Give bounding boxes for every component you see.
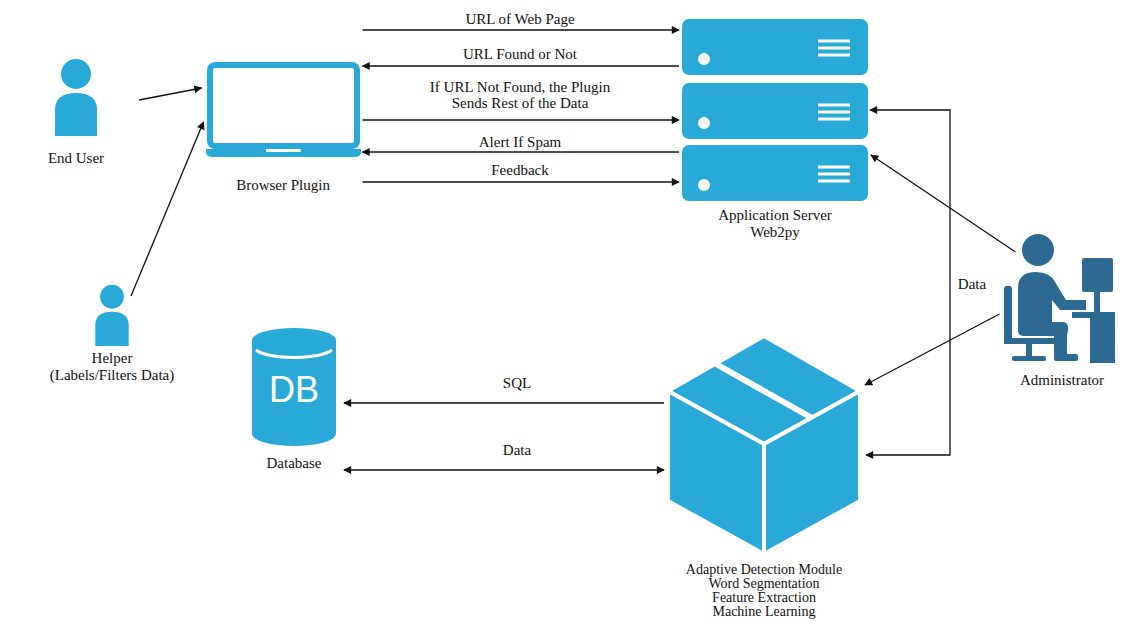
- server-icon: [682, 19, 868, 201]
- node-text-block: Adaptive Detection ModuleWord Segmentati…: [666, 563, 862, 619]
- icon-group: [95, 285, 128, 346]
- monitor-stand: [1094, 292, 1100, 312]
- server-vent: [818, 54, 850, 57]
- node-text-block: Helper(Labels/Filters Data): [46, 350, 179, 384]
- edge-label: URL of Web Page: [463, 11, 576, 27]
- edge-label: Data: [956, 276, 988, 292]
- db-rim: [256, 350, 332, 358]
- person-head: [61, 59, 91, 89]
- chair-back: [1004, 286, 1012, 342]
- admin-icon: Administrator: [990, 228, 1115, 389]
- desk-top: [1072, 312, 1115, 318]
- connector: [363, 65, 680, 66]
- server-vent: [818, 180, 850, 183]
- connector: [363, 181, 680, 182]
- server-vent: [818, 166, 850, 169]
- node-text-block: Browser Plugin: [206, 177, 361, 194]
- chair-seat: [1004, 338, 1054, 344]
- icon-group: [206, 65, 361, 157]
- node-label: Application Server: [718, 207, 832, 224]
- admin-shin: [1054, 328, 1067, 358]
- node-text-block: End User: [44, 150, 108, 167]
- edge-label: Data: [501, 442, 533, 458]
- icon-group: [252, 328, 336, 446]
- user-icon: End User: [44, 58, 108, 167]
- icon-group: [1004, 234, 1115, 363]
- chair-base: [1012, 356, 1046, 361]
- server-unit: [682, 19, 868, 75]
- server-vent: [818, 40, 850, 43]
- edge-label: Alert If Spam: [477, 134, 563, 150]
- node-label: Administrator: [1020, 372, 1104, 389]
- server-led: [698, 53, 710, 65]
- person-head: [100, 285, 124, 309]
- connector: [363, 119, 680, 120]
- helper-icon: Helper(Labels/Filters Data): [46, 284, 179, 384]
- cube-icon: [666, 334, 862, 556]
- node-label: Word Segmentation: [708, 577, 819, 591]
- database-cylinder: DB Database: [252, 328, 336, 472]
- db-cylinder: [252, 328, 336, 446]
- detection-module-cube: Adaptive Detection ModuleWord Segmentati…: [666, 334, 862, 619]
- icon-group: [682, 19, 868, 201]
- node-label: (Labels/Filters Data): [50, 367, 175, 384]
- icon-group: [668, 336, 860, 554]
- node-label: Adaptive Detection Module: [686, 563, 842, 577]
- node-label: Web2py: [750, 224, 800, 241]
- edge-label: URL Found or Not: [461, 46, 579, 62]
- edge-label: If URL Not Found, the Plugin Sends Rest …: [412, 79, 628, 111]
- plugin-laptop: Browser Plugin: [206, 62, 361, 194]
- server-vent: [818, 173, 850, 176]
- desk-body: [1090, 318, 1115, 363]
- laptop-screen: [210, 65, 357, 146]
- server-vent: [818, 111, 850, 114]
- edge-label: SQL: [501, 375, 533, 391]
- node-label: Helper: [92, 350, 133, 367]
- admin-icon: [990, 228, 1115, 363]
- node-text-block: Administrator: [1000, 372, 1125, 389]
- cube-tape: [716, 364, 812, 418]
- admin-head: [1022, 234, 1054, 266]
- server-led: [698, 179, 710, 191]
- laptop-notch: [266, 149, 301, 152]
- person-icon: [51, 58, 101, 136]
- app-server: Application ServerWeb2py: [682, 19, 868, 241]
- connector: [363, 29, 680, 30]
- server-unit: [682, 145, 868, 201]
- server-vent: [818, 118, 850, 121]
- icon-text: DB: [252, 370, 336, 410]
- server-vent: [818, 104, 850, 107]
- edge-label: Feedback: [489, 162, 550, 178]
- node-label: Feature Extraction: [712, 591, 816, 605]
- node-label: Database: [267, 455, 322, 472]
- server-unit: [682, 83, 868, 139]
- connector: [363, 151, 680, 152]
- laptop-base: [206, 149, 361, 157]
- laptop-icon: [206, 62, 361, 157]
- connector: [344, 469, 664, 470]
- node-label: End User: [48, 150, 104, 167]
- admin-foot: [1054, 354, 1078, 361]
- chair-stem: [1026, 344, 1032, 356]
- node-label: Machine Learning: [712, 605, 815, 619]
- monitor: [1082, 258, 1113, 292]
- connector: [344, 402, 664, 403]
- person-body: [95, 312, 128, 346]
- admin-torso: [1018, 272, 1086, 328]
- connector: [871, 155, 1016, 252]
- person-icon: [91, 284, 133, 346]
- person-body: [55, 93, 97, 136]
- cube-face: [668, 391, 764, 554]
- server-led: [698, 117, 710, 129]
- node-text-block: Application ServerWeb2py: [682, 207, 868, 241]
- connector: [865, 314, 1000, 385]
- connector: [139, 88, 202, 100]
- server-vent: [818, 47, 850, 50]
- node-text-block: Database: [252, 455, 336, 472]
- node-label: Browser Plugin: [236, 177, 330, 194]
- connector: [866, 110, 950, 455]
- connector: [131, 122, 204, 296]
- icon-group: [55, 59, 97, 136]
